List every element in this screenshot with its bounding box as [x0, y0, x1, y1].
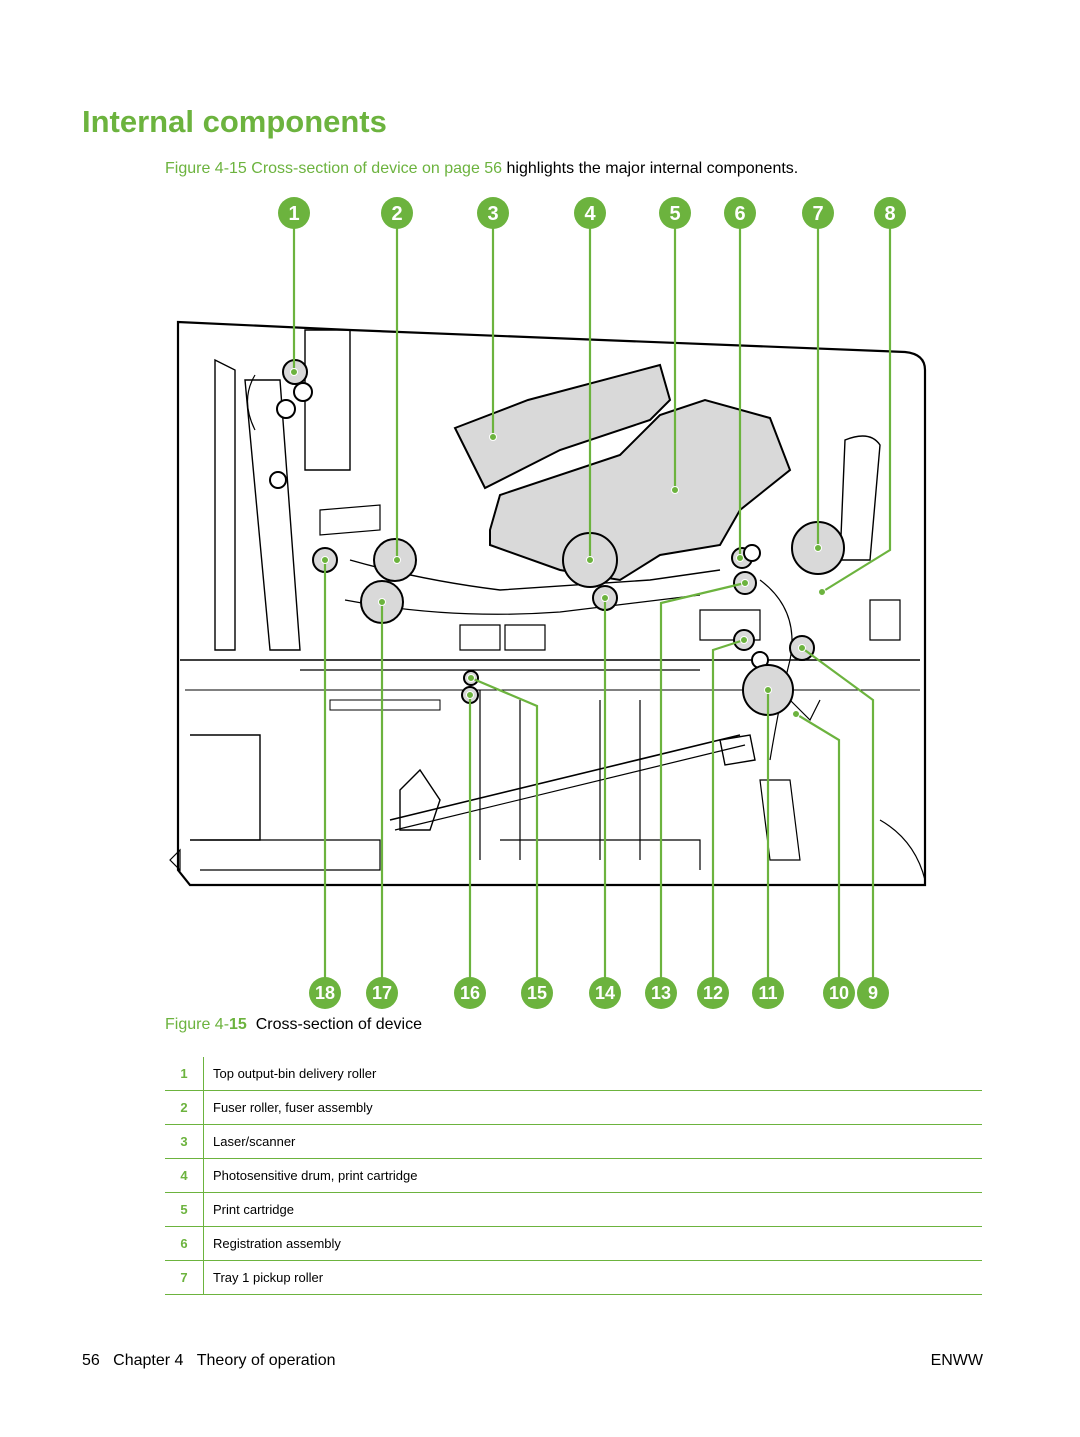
callout-13: 13 [645, 977, 677, 1009]
callout-9: 9 [857, 977, 889, 1009]
svg-text:16: 16 [460, 983, 480, 1003]
callout-12: 12 [697, 977, 729, 1009]
figure-caption: Figure 4-15 Cross-section of device [165, 1016, 422, 1034]
svg-text:10: 10 [829, 983, 849, 1003]
callout-1: 1 [278, 197, 310, 229]
svg-text:3: 3 [487, 203, 498, 225]
legend-number: 2 [165, 1090, 204, 1125]
svg-text:18: 18 [315, 983, 335, 1003]
printer-housing [176, 320, 927, 887]
page-title: Internal components [82, 104, 387, 139]
callout-6: 6 [724, 197, 756, 229]
page-number: 56 [82, 1352, 100, 1369]
legend-description: Registration assembly [203, 1226, 982, 1261]
callout-2: 2 [381, 197, 413, 229]
legend-number: 6 [165, 1226, 204, 1261]
callout-3: 3 [477, 197, 509, 229]
legend-description: Tray 1 pickup roller [203, 1260, 982, 1295]
laser-scanner [453, 363, 672, 490]
legend-description: Laser/scanner [203, 1124, 982, 1159]
legend-number: 1 [165, 1057, 204, 1091]
chapter-title: Theory of operation [196, 1352, 336, 1369]
legend-description: Print cartridge [203, 1192, 982, 1227]
legend-number: 5 [165, 1192, 204, 1227]
svg-text:13: 13 [651, 983, 671, 1003]
svg-text:5: 5 [669, 203, 680, 225]
callout-18: 18 [309, 977, 341, 1009]
callout-8: 8 [874, 197, 906, 229]
callout-11: 11 [752, 977, 784, 1009]
svg-text:15: 15 [527, 983, 547, 1003]
intro-paragraph: Figure 4-15 Cross-section of device on p… [165, 160, 798, 178]
callout-17: 17 [366, 977, 398, 1009]
callout-14: 14 [589, 977, 621, 1009]
svg-text:11: 11 [758, 983, 777, 1003]
callout-7: 7 [802, 197, 834, 229]
figure-reference-link[interactable]: Figure 4-15 Cross-section of device on p… [165, 160, 503, 177]
legend-number: 3 [165, 1124, 204, 1159]
svg-text:6: 6 [734, 203, 745, 225]
callout-16: 16 [454, 977, 486, 1009]
footer-brand: ENWW [930, 1352, 983, 1369]
legend-description: Top output-bin delivery roller [203, 1057, 982, 1091]
callout-4: 4 [574, 197, 606, 229]
legend-description: Photosensitive drum, print cartridge [203, 1158, 982, 1193]
svg-text:9: 9 [868, 983, 878, 1003]
figure-label: Figure 4- [165, 1016, 230, 1033]
svg-text:2: 2 [391, 203, 402, 225]
svg-text:1: 1 [288, 203, 299, 225]
page-footer: 56 Chapter 4 Theory of operation [82, 1352, 336, 1370]
figure-title: Cross-section of device [255, 1016, 423, 1033]
legend-number: 4 [165, 1158, 204, 1193]
callout-15: 15 [521, 977, 553, 1009]
svg-text:12: 12 [703, 983, 723, 1003]
svg-text:4: 4 [584, 203, 596, 225]
svg-text:17: 17 [372, 983, 392, 1003]
svg-text:8: 8 [884, 203, 895, 225]
svg-text:14: 14 [595, 983, 615, 1003]
svg-text:7: 7 [812, 203, 823, 225]
figure-number: 15 [229, 1016, 247, 1033]
legend-number: 7 [165, 1260, 204, 1295]
legend-description: Fuser roller, fuser assembly [203, 1090, 982, 1125]
intro-text: highlights the major internal components… [502, 160, 799, 177]
callout-5: 5 [659, 197, 691, 229]
chapter-label: Chapter 4 [113, 1352, 184, 1369]
callout-10: 10 [823, 977, 855, 1009]
